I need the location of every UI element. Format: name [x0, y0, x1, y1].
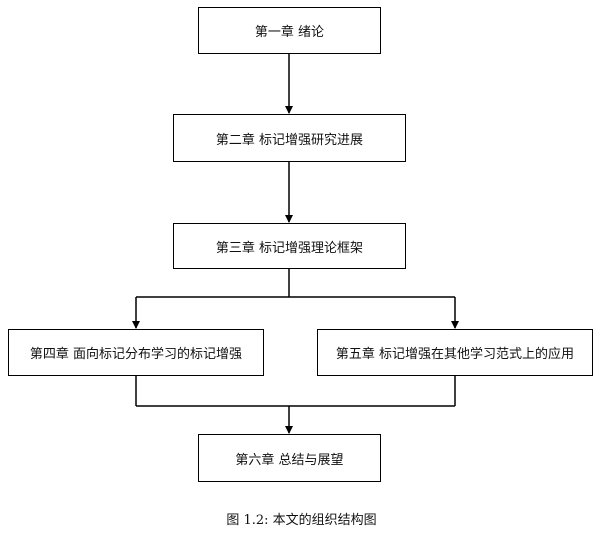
node-chapter-4-label: 第四章 面向标记分布学习的标记增强 [29, 347, 243, 362]
node-chapter-1: 第一章 绪论 [198, 7, 381, 54]
node-chapter-4: 第四章 面向标记分布学习的标记增强 [8, 329, 264, 376]
node-chapter-3: 第三章 标记增强理论框架 [173, 223, 406, 269]
node-chapter-5: 第五章 标记增强在其他学习范式上的应用 [317, 329, 593, 376]
node-chapter-3-label: 第三章 标记增强理论框架 [215, 240, 364, 256]
node-chapter-5-label: 第五章 标记增强在其他学习范式上的应用 [335, 347, 575, 362]
node-chapter-6-label: 第六章 总结与展望 [235, 452, 344, 468]
figure-caption: 图 1.2: 本文的组织结构图 [226, 513, 377, 528]
node-chapter-2-label: 第二章 标记增强研究进展 [215, 132, 364, 148]
node-chapter-1-label: 第一章 绪论 [254, 25, 325, 40]
node-chapter-2: 第二章 标记增强研究进展 [173, 114, 406, 162]
node-chapter-6: 第六章 总结与展望 [198, 434, 381, 482]
